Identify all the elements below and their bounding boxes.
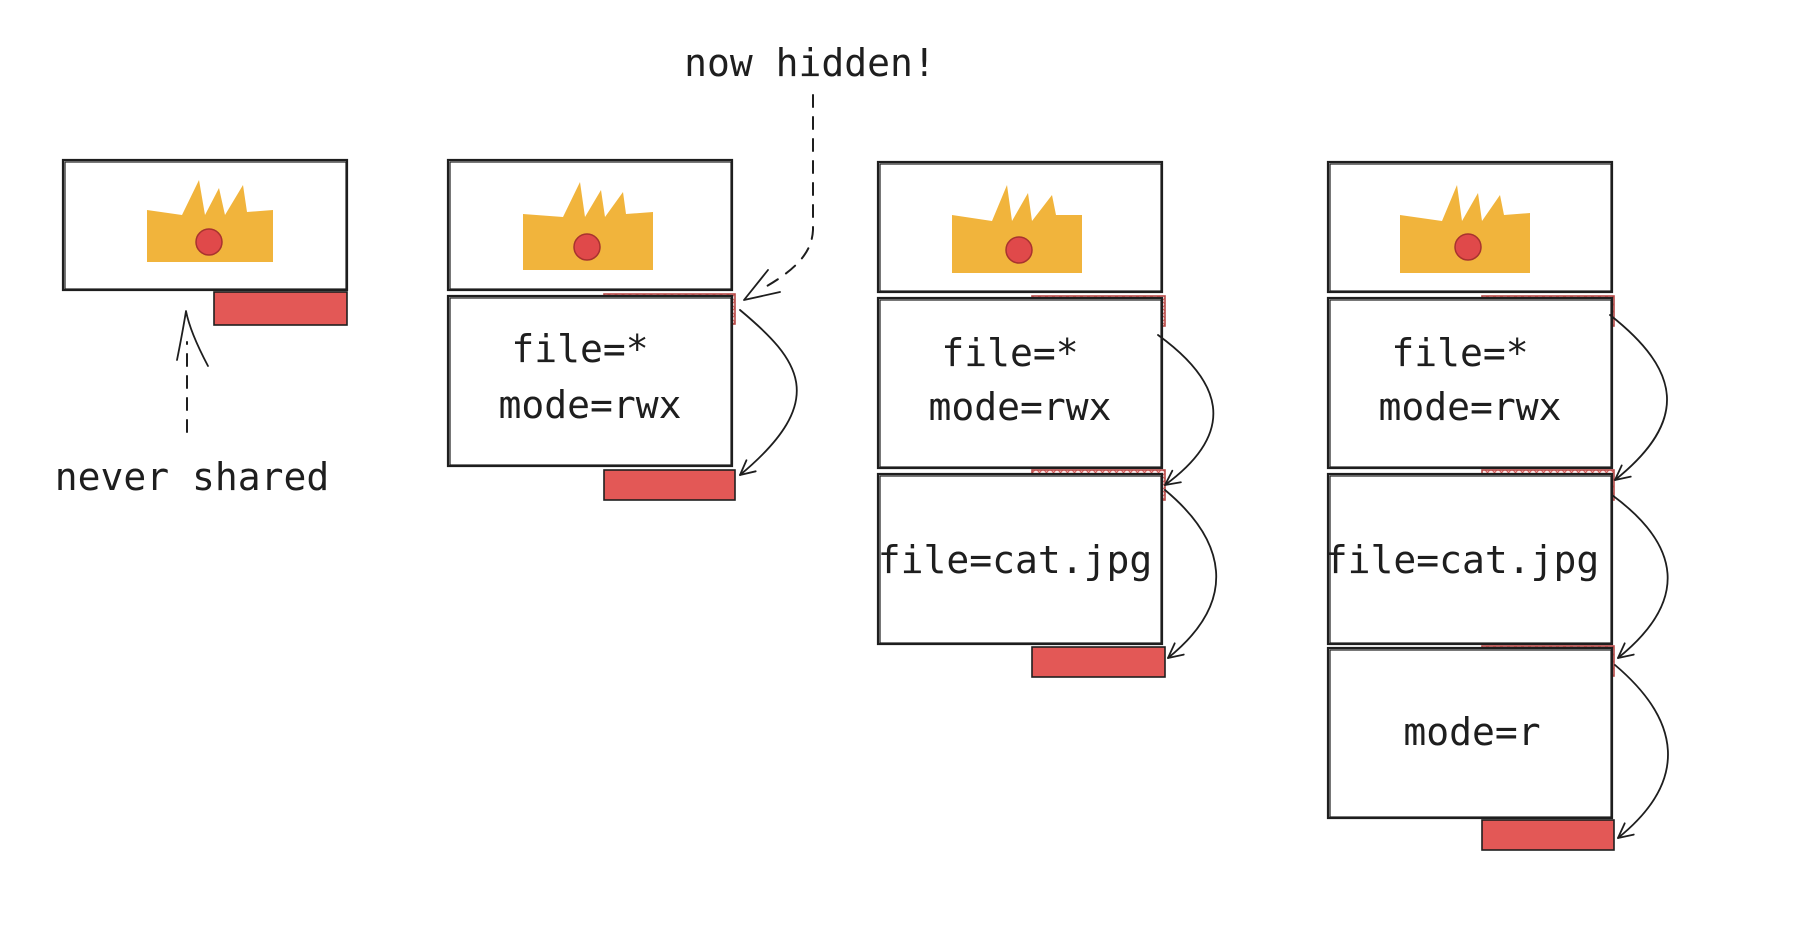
signature-block	[213, 291, 348, 326]
now-hidden-label: now hidden!	[684, 41, 936, 85]
caveat-line: file=*	[511, 327, 648, 371]
caveat-box: file=cat.jpg	[876, 472, 1164, 646]
crown-icon	[147, 180, 273, 262]
crown-icon	[1400, 185, 1530, 273]
caveat-box: mode=r	[1326, 646, 1614, 820]
chain-arrow	[1614, 664, 1669, 839]
caveat-box: file=* mode=rwx	[1326, 296, 1614, 470]
now-hidden-arrow	[759, 94, 814, 291]
token-column-4: file=* mode=rwx file=cat.jpg mode=r	[1325, 160, 1669, 851]
token-column-3: file=* mode=rwx file=cat.jpg	[876, 160, 1217, 678]
chain-arrow	[1157, 334, 1215, 486]
signature-block	[1481, 819, 1615, 851]
never-shared-label: never shared	[55, 455, 330, 499]
root-token-box	[1326, 160, 1614, 294]
caveat-line: mode=rwx	[928, 385, 1111, 429]
crown-icon	[952, 185, 1082, 273]
caveat-line: file=*	[941, 331, 1078, 375]
signature-block	[1031, 646, 1166, 678]
token-column-1: never shared	[55, 158, 349, 499]
chain-arrow	[1164, 489, 1217, 659]
chain-arrow	[739, 309, 798, 476]
chain-arrow	[1611, 494, 1669, 659]
caveat-line: mode=rwx	[1378, 385, 1561, 429]
caveat-line: file=cat.jpg	[878, 538, 1153, 582]
caveat-line: file=cat.jpg	[1325, 538, 1600, 582]
caveat-line: mode=rwx	[498, 383, 681, 427]
root-token-box	[876, 160, 1164, 294]
root-token-box	[446, 158, 734, 292]
caveat-line: file=*	[1391, 331, 1528, 375]
token-column-2: file=* mode=rwx now hidden!	[446, 41, 936, 501]
root-token-box	[61, 158, 349, 292]
caveat-box: file=* mode=rwx	[446, 294, 734, 468]
crown-icon	[523, 182, 653, 270]
caveat-box: file=cat.jpg	[1325, 472, 1614, 646]
caveat-line: mode=r	[1403, 710, 1540, 754]
caveat-box: file=* mode=rwx	[876, 296, 1164, 470]
signature-block	[603, 469, 736, 501]
now-hidden-arrowhead	[743, 269, 781, 301]
chain-arrow	[1609, 314, 1668, 481]
never-shared-arrowhead	[176, 310, 209, 367]
